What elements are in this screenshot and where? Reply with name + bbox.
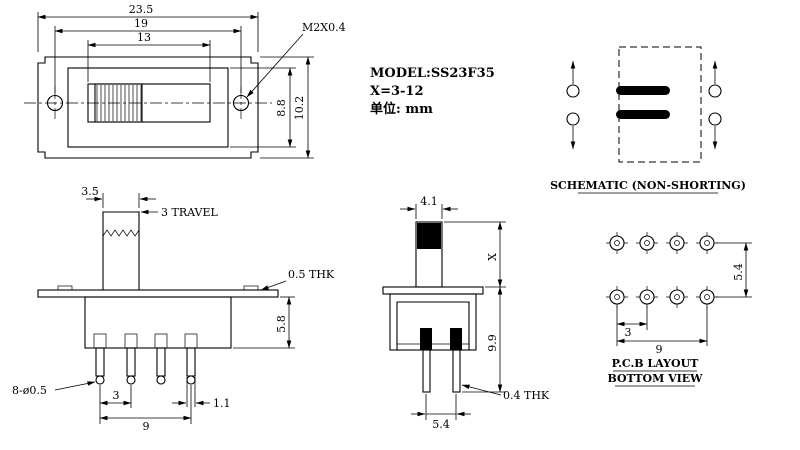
dim-x-label: X bbox=[486, 253, 499, 261]
terminal-circles bbox=[566, 84, 722, 126]
switch-body-outline bbox=[37, 56, 259, 159]
dimension-total-height: 9.9 bbox=[462, 286, 506, 393]
dim-overall-height-label: 10.2 bbox=[293, 96, 306, 121]
pcb-dimension-row-spacing: 5.4 bbox=[716, 242, 752, 298]
dimension-knob-width: 3.5 bbox=[81, 185, 156, 208]
solder-pins bbox=[95, 347, 196, 385]
pcb-dim-row-spacing-label: 5.4 bbox=[732, 263, 745, 281]
pin-diameter-callout: 8-ø0.5 bbox=[12, 381, 96, 397]
dimension-overall-height: 10.2 bbox=[260, 56, 314, 159]
pcb-dim-span-label: 9 bbox=[656, 343, 663, 356]
dim-pin-end-label: 1.1 bbox=[213, 397, 231, 410]
pin-thickness-callout: 0.4 THK bbox=[461, 384, 550, 402]
dim-inner-height-label: 8.8 bbox=[275, 99, 288, 117]
unit-text: 单位: mm bbox=[370, 101, 433, 117]
dimension-pin-span: 9 bbox=[99, 385, 192, 433]
dim-row-spacing-label: 5.4 bbox=[432, 418, 450, 431]
dimension-overall-width: 23.5 bbox=[37, 3, 259, 52]
dimension-inner-height: 8.8 bbox=[230, 67, 296, 148]
dimension-slot-length: 13 bbox=[87, 31, 211, 82]
dim-knob-width-label: 3.5 bbox=[81, 185, 99, 198]
side-housing bbox=[389, 293, 477, 351]
dimension-row-spacing: 5.4 bbox=[411, 394, 471, 431]
dimension-pin-end: 1.1 bbox=[172, 377, 231, 410]
dimension-knob-depth: 4.1 bbox=[400, 195, 458, 219]
break-line bbox=[102, 229, 140, 237]
dim-body-height-label: 5.8 bbox=[275, 315, 288, 333]
dim-pin-pitch-label: 3 bbox=[113, 389, 120, 402]
terminal-seats bbox=[93, 333, 198, 349]
flange-thickness-callout: 0.5 THK bbox=[260, 268, 335, 291]
side-thickness-label: 0.4 THK bbox=[503, 389, 550, 402]
pin-callout-label: 8-ø0.5 bbox=[12, 384, 47, 397]
travel-label: 3 TRAVEL bbox=[161, 206, 218, 219]
pcb-caption-line1: P.C.B LAYOUT bbox=[612, 357, 700, 370]
x-range-text: X=3-12 bbox=[370, 84, 424, 99]
pcb-caption: P.C.B LAYOUT BOTTOM VIEW bbox=[607, 357, 703, 387]
front-thickness-label: 0.5 THK bbox=[288, 268, 335, 281]
pcb-dim-pitch-label: 3 bbox=[625, 326, 632, 339]
dimension-hole-spacing: 19 bbox=[54, 17, 242, 93]
actuator bbox=[102, 211, 140, 291]
side-actuator bbox=[415, 221, 443, 288]
top-view: 23.5 19 13 M2X0.4 8.8 10.2 bbox=[24, 3, 346, 159]
dimension-actuator-height: X bbox=[444, 221, 506, 288]
thread-callout: M2X0.4 bbox=[246, 21, 346, 98]
dim-overall-width-label: 23.5 bbox=[129, 3, 154, 16]
dim-hole-spacing-label: 19 bbox=[134, 17, 148, 30]
model-text: MODEL:SS23F35 bbox=[370, 66, 495, 81]
side-flange bbox=[382, 286, 484, 295]
pcb-view: 5.4 3 9 P.C.B LAYOUT BOTTOM VIEW bbox=[606, 232, 752, 387]
contact-bar-bottom bbox=[616, 110, 670, 119]
title-block: MODEL:SS23F35 X=3-12 单位: mm bbox=[370, 66, 495, 117]
schematic-caption: SCHEMATIC (NON-SHORTING) bbox=[550, 179, 746, 192]
schematic-view: SCHEMATIC (NON-SHORTING) bbox=[550, 46, 746, 194]
side-view: 4.1 X 9.9 0.4 THK 5.4 bbox=[382, 195, 550, 431]
pcb-pads bbox=[606, 232, 718, 308]
front-view: 3.5 3 TRAVEL 0.5 THK 5.8 8-ø0.5 3 bbox=[12, 185, 335, 433]
slider-dashed-outline bbox=[618, 46, 702, 163]
side-pins bbox=[422, 349, 461, 393]
switch-housing bbox=[84, 296, 232, 349]
contact-bar-top bbox=[616, 86, 670, 95]
dim-pin-span-label: 9 bbox=[143, 420, 150, 433]
thread-callout-label: M2X0.4 bbox=[302, 21, 346, 34]
pcb-dimension-pitch: 3 bbox=[616, 306, 648, 346]
dim-slot-length-label: 13 bbox=[137, 31, 151, 44]
mounting-flange bbox=[37, 285, 279, 298]
pcb-caption-line2: BOTTOM VIEW bbox=[607, 372, 703, 385]
pcb-dimension-span: 9 bbox=[616, 306, 708, 356]
motion-arrows bbox=[570, 60, 718, 150]
dimension-body-height: 5.8 bbox=[233, 296, 295, 349]
dim-total-height-label: 9.9 bbox=[486, 334, 499, 352]
dim-knob-depth-label: 4.1 bbox=[420, 195, 438, 208]
travel-callout: 3 TRAVEL bbox=[140, 206, 218, 219]
